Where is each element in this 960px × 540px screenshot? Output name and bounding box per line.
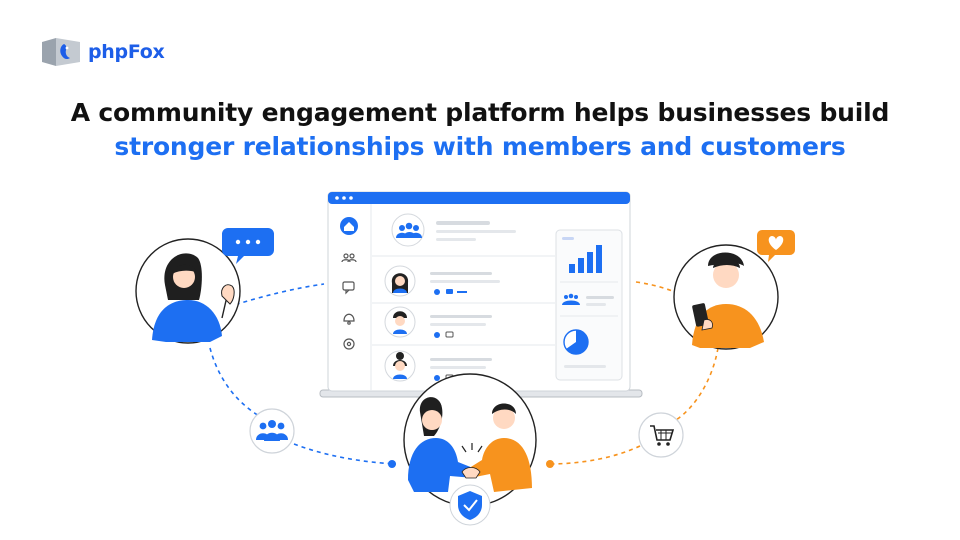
- woman-waving-avatar: [135, 238, 241, 344]
- bell-icon: [343, 313, 355, 325]
- people-stat-icon: [562, 293, 580, 305]
- shield-check-icon: [449, 484, 491, 526]
- analytics-panel: [555, 229, 623, 381]
- laptop-dashboard: [319, 191, 643, 398]
- home-icon: [340, 217, 358, 235]
- feed-row: [384, 265, 500, 297]
- brand-name: phpFox: [88, 41, 165, 63]
- phpfox-logo-icon: [42, 38, 80, 66]
- feed-row: [384, 306, 492, 338]
- cart-icon: [638, 412, 684, 458]
- chat-dots-icon: [222, 228, 274, 264]
- headline-line-1: A community engagement platform helps bu…: [70, 98, 890, 127]
- connector-dot: [388, 460, 396, 468]
- brand-logo[interactable]: phpFox: [40, 36, 165, 68]
- chat-icon: [342, 281, 355, 295]
- headline-line-2: stronger relationships with members and …: [114, 132, 846, 161]
- group-icon: [249, 408, 295, 454]
- headline: A community engagement platform helps bu…: [0, 96, 960, 164]
- pie-chart-icon: [563, 329, 589, 355]
- man-with-phone-avatar: [673, 244, 779, 350]
- handshake-avatar: [403, 373, 537, 507]
- gear-icon: [343, 338, 355, 350]
- bar-chart-icon: [569, 245, 602, 273]
- community-icon: [341, 253, 357, 263]
- group-avatar-icon: [396, 222, 422, 238]
- connector-dot: [546, 460, 554, 468]
- heart-icon: [757, 230, 795, 262]
